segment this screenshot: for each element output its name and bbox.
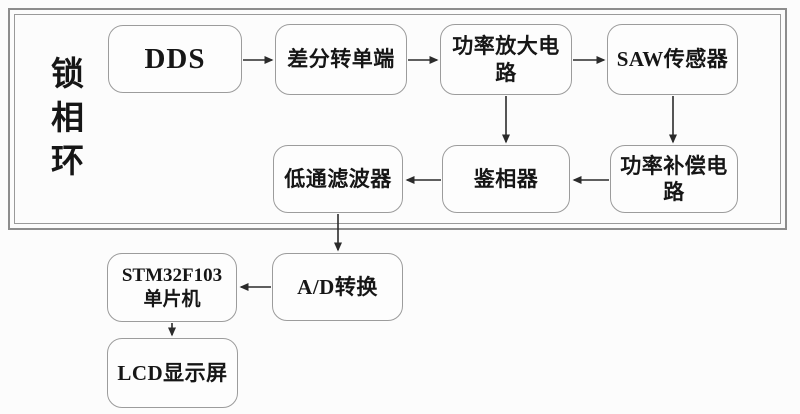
node-power-amplifier: 功率放大电路 — [440, 24, 572, 95]
pll-group-frame-inner — [14, 14, 781, 224]
node-phase-detector: 鉴相器 — [442, 145, 570, 213]
pll-group-label: 锁相环 — [51, 57, 84, 181]
node-low-pass-filter: 低通滤波器 — [273, 145, 403, 213]
pll-group-frame — [8, 8, 787, 230]
node-dds: DDS — [108, 25, 242, 93]
node-ad-converter: A/D转换 — [272, 253, 403, 321]
node-diff-to-single: 差分转单端 — [275, 24, 407, 95]
node-power-compensation: 功率补偿电路 — [610, 145, 738, 213]
node-lcd-display: LCD显示屏 — [107, 338, 238, 408]
node-saw-sensor: SAW传感器 — [607, 24, 738, 95]
node-stm32-mcu: STM32F103单片机 — [107, 253, 237, 322]
